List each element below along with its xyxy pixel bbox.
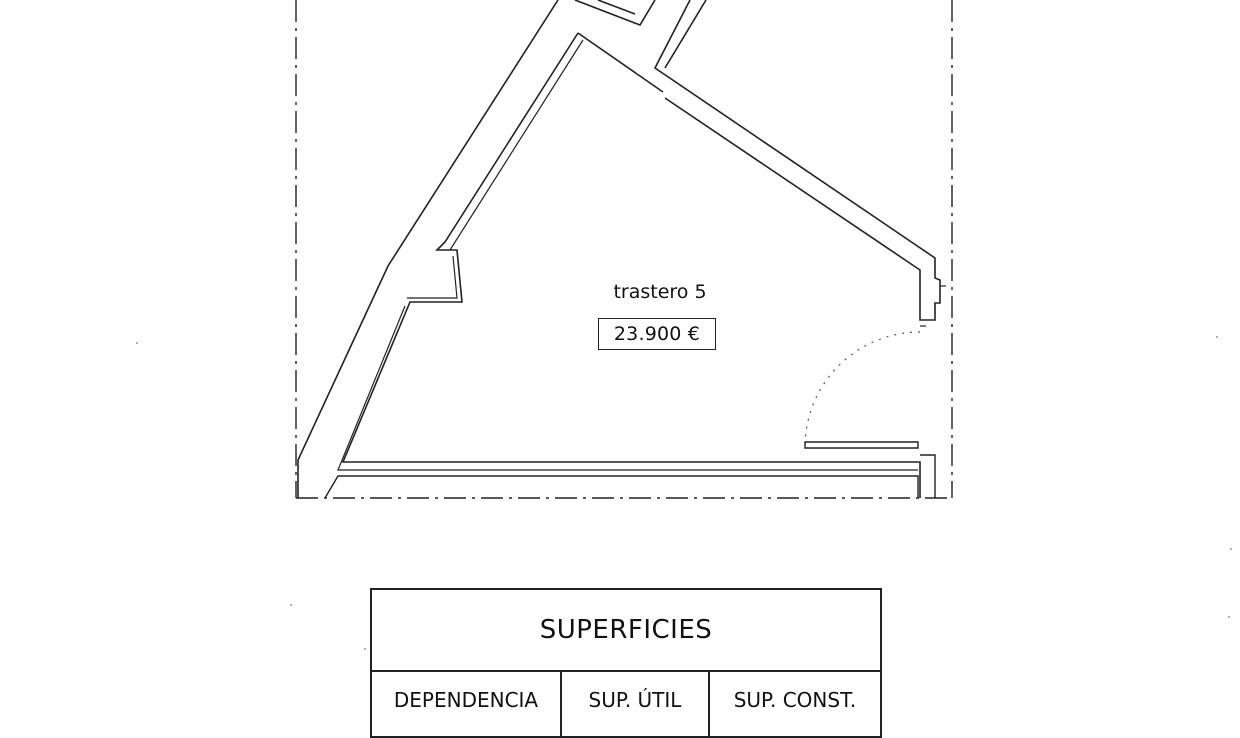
header-sup-util: SUP. ÚTIL (562, 672, 710, 738)
top-walls (574, 0, 941, 321)
scan-speck (136, 342, 138, 344)
surfaces-table: SUPERFICIES DEPENDENCIA SUP. ÚTIL SUP. C… (370, 588, 882, 738)
price-value: 23.900 € (613, 323, 701, 345)
header-sup-const: SUP. CONST. (733, 688, 857, 712)
inner-wall (341, 32, 921, 498)
outer-wall (297, 0, 559, 498)
header-dependencia: DEPENDENCIA (372, 672, 562, 738)
inner-wall-double (337, 39, 918, 471)
scan-speck (364, 648, 366, 650)
bottom-wall (324, 454, 936, 499)
scan-speck (1228, 616, 1230, 618)
scan-speck (1230, 548, 1232, 550)
table-header-row: DEPENDENCIA SUP. ÚTIL SUP. CONST. (372, 672, 880, 738)
property-boundary (295, 0, 953, 499)
scan-speck (290, 604, 292, 606)
scan-speck (1216, 336, 1218, 338)
price-box: 23.900 € (598, 318, 716, 350)
table-title: SUPERFICIES (372, 590, 880, 672)
door-leaf (804, 441, 919, 449)
wall-end-mark (920, 285, 946, 327)
floor-plan (295, 0, 953, 499)
door-swing-arc (804, 331, 921, 446)
room-label: trastero 5 (613, 281, 707, 303)
